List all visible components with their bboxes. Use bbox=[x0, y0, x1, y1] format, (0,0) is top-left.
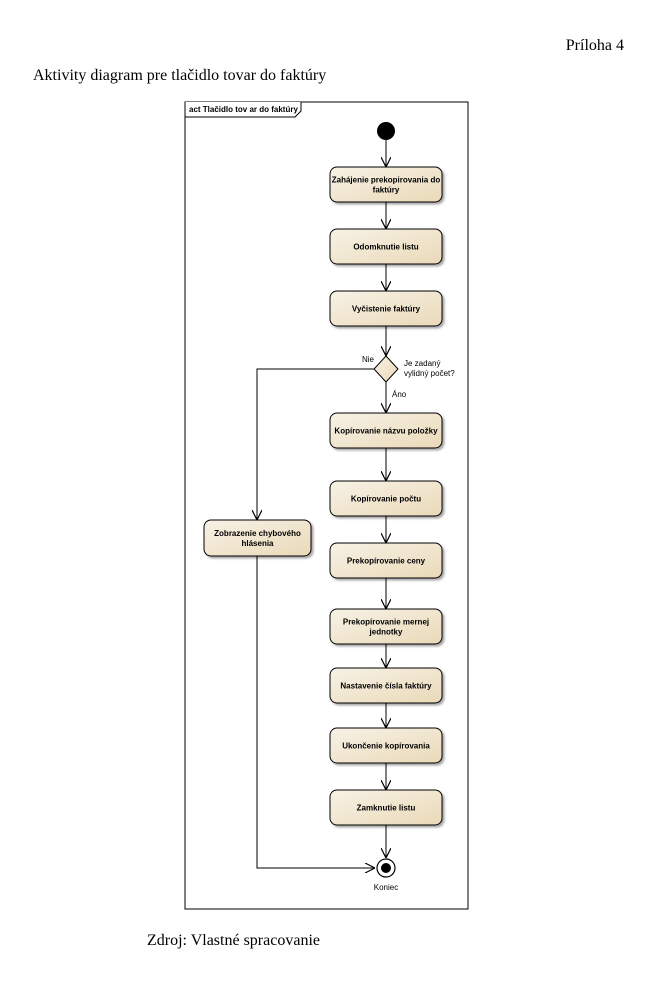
final-node-label: Koniec bbox=[374, 883, 398, 892]
action-node-a2: Odomknutie listu bbox=[329, 228, 443, 265]
action-label: Ukončenie kopírovania bbox=[342, 742, 430, 751]
action-label: Kopírovanie názvu položky bbox=[334, 427, 438, 436]
action-node-a9: Ukončenie kopírovania bbox=[329, 727, 443, 764]
action-box bbox=[329, 480, 443, 517]
action-label: Zobrazenie chybového bbox=[214, 529, 301, 538]
action-node-a6: Prekopírovanie ceny bbox=[329, 542, 443, 579]
document-title: Aktivity diagram pre tlačidlo tovar do f… bbox=[33, 67, 327, 84]
action-label: Zahájenie prekopirovania do bbox=[332, 176, 441, 185]
action-node-a8: Nastavenie čísla faktúry bbox=[329, 667, 443, 704]
action-box bbox=[203, 519, 312, 557]
action-node-a3: Vyčistenie faktúry bbox=[329, 290, 443, 327]
action-label: Vyčistenie faktúry bbox=[352, 305, 421, 314]
action-label: hlásenia bbox=[241, 539, 274, 548]
decision-node bbox=[373, 355, 399, 383]
flow-error-final bbox=[256, 556, 375, 868]
decision-question-line-2: vylidný počet? bbox=[404, 369, 455, 378]
guard-no-label: Nie bbox=[362, 355, 375, 364]
action-label: Nastavenie čísla faktúry bbox=[340, 682, 432, 691]
action-node-a10: Zamknutie listu bbox=[329, 789, 443, 826]
action-box bbox=[329, 166, 443, 203]
action-box bbox=[329, 542, 443, 579]
action-label: Prekopírovanie ceny bbox=[347, 557, 426, 566]
guard-yes-label: Áno bbox=[392, 390, 407, 399]
action-box bbox=[329, 789, 443, 826]
action-label: Zamknutie listu bbox=[357, 804, 416, 813]
action-box bbox=[329, 727, 443, 764]
action-box bbox=[329, 412, 443, 449]
control-flows bbox=[257, 140, 386, 868]
action-node-a4: Kopírovanie názvu položky bbox=[329, 412, 443, 449]
source-note: Zdroj: Vlastné spracovanie bbox=[147, 932, 320, 949]
action-label: Odomknutie listu bbox=[353, 243, 418, 252]
action-label: Prekopírovanie mernej bbox=[343, 618, 429, 627]
initial-node bbox=[377, 122, 395, 140]
action-label: jednotky bbox=[369, 628, 403, 637]
action-box bbox=[329, 608, 443, 645]
final-node-inner bbox=[381, 863, 391, 873]
action-nodes: Zahájenie prekopirovania dofaktúryOdomkn… bbox=[203, 166, 443, 826]
action-box bbox=[329, 667, 443, 704]
flow-decision-error bbox=[257, 368, 374, 520]
action-label: Kopírovanie počtu bbox=[351, 495, 421, 504]
action-box bbox=[329, 228, 443, 265]
decision-question-line-1: Je zadaný bbox=[404, 359, 440, 368]
action-node-a5: Kopírovanie počtu bbox=[329, 480, 443, 517]
annex-label: Príloha 4 bbox=[565, 37, 624, 54]
frame-title: act Tlačidlo tov ar do faktúry bbox=[189, 105, 298, 114]
frame-title-tab bbox=[184, 102, 302, 118]
action-label: faktúry bbox=[373, 186, 400, 195]
action-box bbox=[329, 290, 443, 327]
